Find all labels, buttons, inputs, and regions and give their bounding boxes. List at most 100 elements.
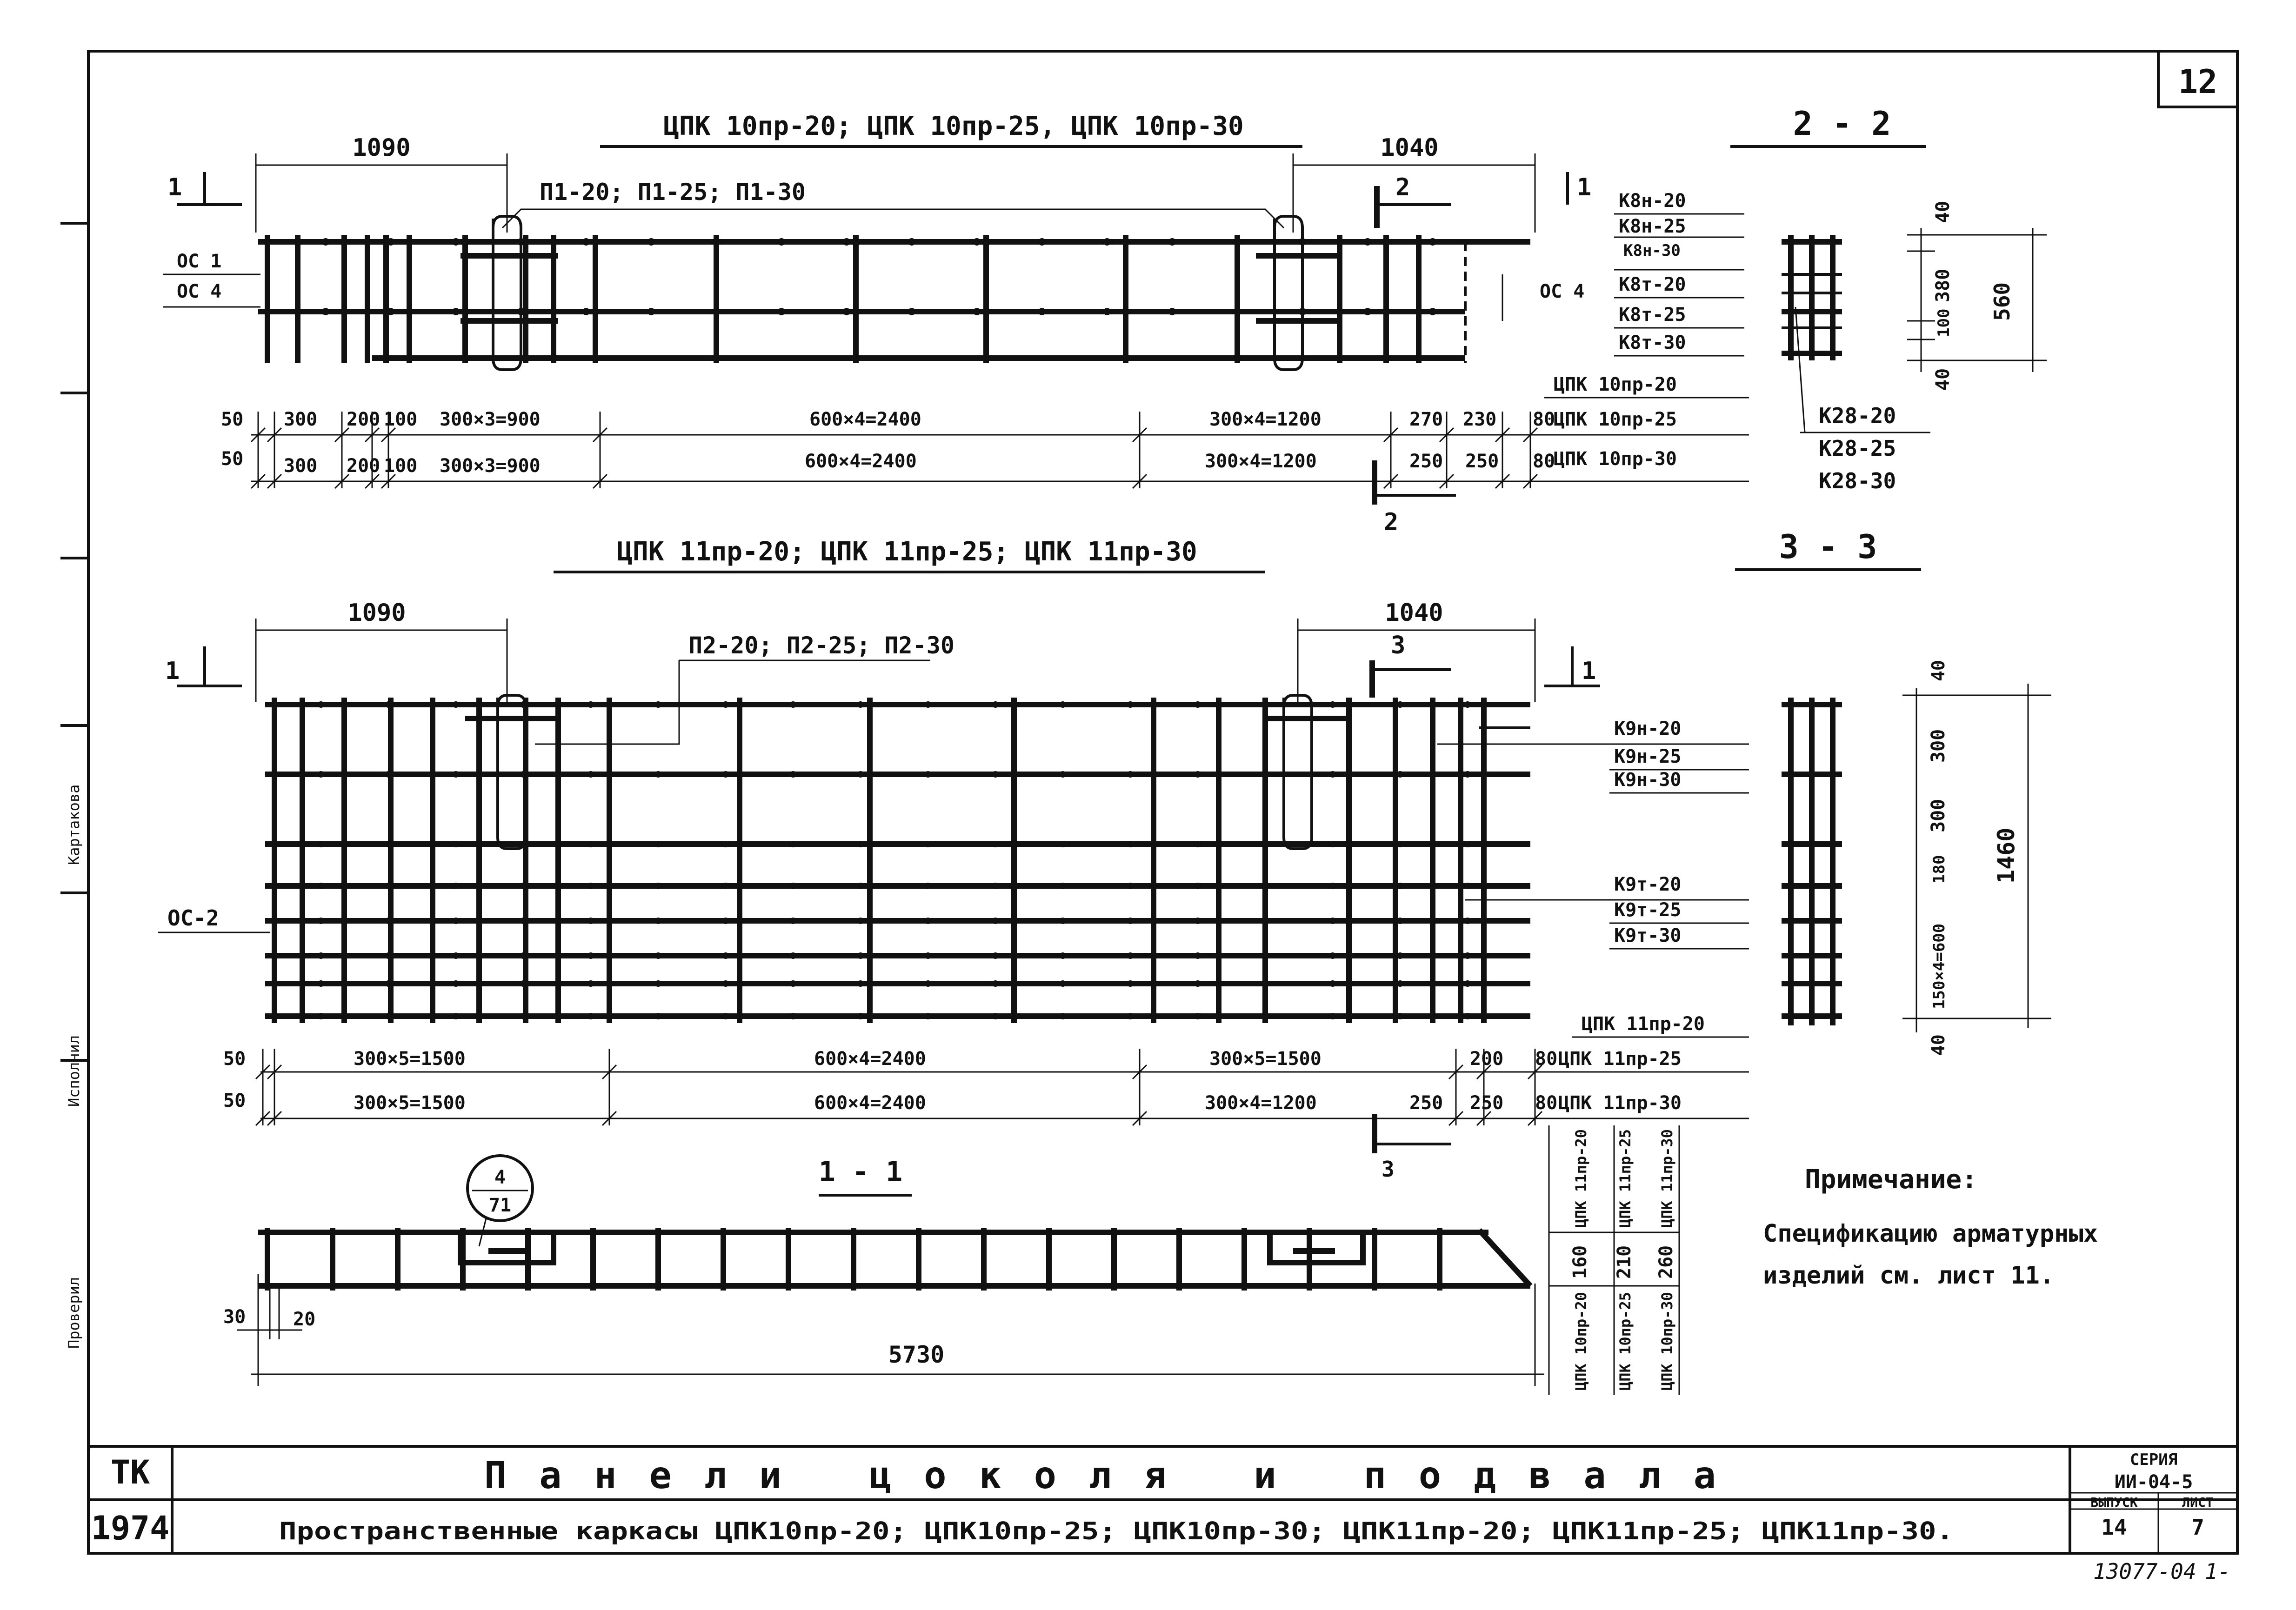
sheet-code-suffix: 1- <box>2205 1559 2230 1584</box>
frame1-title: ЦПК 10пр-20; ЦПК 10пр-25, ЦПК 10пр-30 <box>663 111 1243 141</box>
svg-text:2: 2 <box>1395 173 1410 201</box>
s22-dim-380: 380 <box>1932 269 1954 302</box>
f1r2-200: 200 <box>347 455 380 477</box>
f2r1-1500a: 300×5=1500 <box>354 1048 466 1070</box>
s22-dim-40a: 40 <box>1932 201 1954 223</box>
vt-top-3: ЦПК 11пр-30 <box>1658 1129 1676 1228</box>
f1-model-2: ЦПК 10пр-25 <box>1554 409 1677 430</box>
svg-text:1: 1 <box>165 657 180 685</box>
frame2-cage <box>265 694 1530 1023</box>
svg-text:3: 3 <box>1382 1157 1395 1182</box>
vt-val-2: 210 <box>1614 1245 1635 1279</box>
section22-drawing: 40 380 100 40 560 <box>1782 201 2047 391</box>
f2-model-1: ЦПК 11пр-20 <box>1582 1013 1705 1035</box>
f2r2-1500: 300×5=1500 <box>354 1092 466 1114</box>
svg-text:2: 2 <box>1384 508 1398 536</box>
note-heading: Примечание: <box>1805 1164 1977 1195</box>
section33-drawing: 40 300 300 180 150×4=600 40 1460 <box>1782 660 2051 1056</box>
f1r2-1200: 300×4=1200 <box>1205 451 1317 472</box>
frame1-dim-right: 1040 <box>1380 134 1438 162</box>
stamp-role-1: Исполнил <box>65 1035 83 1107</box>
f2-upper-3: К9н-30 <box>1614 769 1682 791</box>
f1r2-250b: 250 <box>1465 451 1499 472</box>
f2r2-250b: 250 <box>1470 1092 1503 1114</box>
s11-length: 5730 <box>888 1341 944 1368</box>
f2-upper-1: К9н-20 <box>1614 718 1682 739</box>
f2r1-1500b: 300×5=1500 <box>1209 1048 1322 1070</box>
s22-frame-3: К28-30 <box>1819 468 1896 493</box>
s33-dim-40a: 40 <box>1928 660 1949 681</box>
frame2-cut-left: 1 <box>165 646 242 687</box>
section22-labels: К8н-20 К8н-25 К8н-30 К8т-20 К8т-25 К8т-3… <box>1614 190 1930 493</box>
s11-dim-30: 30 <box>223 1306 246 1328</box>
f2r1-200: 200 <box>1470 1048 1503 1070</box>
f1r1-80: 80 <box>1533 409 1555 430</box>
vt-top-1: ЦПК 11пр-20 <box>1572 1129 1590 1228</box>
f1r1-2400: 600×4=2400 <box>809 409 921 430</box>
frame2-section-mark-bottom: 3 <box>1372 1114 1451 1182</box>
s33-dim-300b: 300 <box>1928 799 1949 832</box>
frame2-cut-right: 1 <box>1544 646 1600 687</box>
vt-bot-3: ЦПК 10пр-30 <box>1658 1292 1676 1390</box>
frame1-os4: ОС 4 <box>177 281 221 302</box>
s22-dim-100: 100 <box>1935 309 1953 337</box>
vt-bot-2: ЦПК 10пр-25 <box>1616 1292 1634 1390</box>
f1r2-900: 300×3=900 <box>440 455 541 477</box>
drawing-frame <box>87 50 2239 1555</box>
f1r2-80: 80 <box>1533 451 1555 472</box>
title-block: ТК 1974 Панели цоколя и подвала Простран… <box>91 1450 2214 1547</box>
frame1-section-mark: 2 <box>1374 173 1451 228</box>
title-org: ТК <box>111 1453 150 1491</box>
stamp-name-1: Картакова <box>65 785 83 865</box>
f2-lower-1: К9т-20 <box>1614 874 1682 895</box>
f1r2-300: 300 <box>284 455 317 477</box>
s22-upper-3: К8н-30 <box>1623 241 1681 260</box>
section22-title: 2 - 2 <box>1793 105 1891 143</box>
section11-variant-table: ЦПК 11пр-20 ЦПК 11пр-25 ЦПК 11пр-30 160 … <box>1548 1125 1680 1395</box>
frame2-dim-rows: 50 300×5=1500 600×4=2400 300×5=1500 200 … <box>223 1013 1749 1126</box>
frame1-dim-left: 1090 <box>352 134 410 162</box>
title-sub: Пространственные каркасы ЦПК10пр-20; ЦПК… <box>279 1517 1954 1545</box>
s22-dim-40b: 40 <box>1932 368 1954 391</box>
frame1-cut-right: 1 <box>1566 172 1591 205</box>
svg-text:3: 3 <box>1391 632 1405 659</box>
title-sheet: 7 <box>2191 1515 2204 1540</box>
f1r1-1200: 300×4=1200 <box>1209 409 1322 430</box>
f2-lower-2: К9т-25 <box>1614 899 1682 921</box>
f2r2-2400: 600×4=2400 <box>814 1092 926 1114</box>
s22-upper-2: К8н-25 <box>1619 216 1686 237</box>
frame1-section-mark-bottom: 2 <box>1372 460 1456 536</box>
note: Примечание: Спецификацию арматурных изде… <box>1763 1164 2098 1290</box>
f2r2-1200: 300×4=1200 <box>1205 1092 1317 1114</box>
section33-title: 3 - 3 <box>1779 528 1877 566</box>
s33-dim-40b: 40 <box>1928 1034 1949 1056</box>
section11-title: 1 - 1 <box>819 1156 903 1188</box>
f2r1-80: 80 <box>1535 1048 1557 1070</box>
vt-val-1: 160 <box>1569 1245 1591 1279</box>
svg-text:1: 1 <box>1582 657 1596 685</box>
sheet-number: 12 <box>2178 63 2217 101</box>
s22-lower-3: К8т-30 <box>1619 332 1686 353</box>
frame1-dim-rows: 50 300 200 100 300×3=900 600×4=2400 300×… <box>221 374 1749 489</box>
f1r2-50: 50 <box>221 448 243 470</box>
svg-text:1: 1 <box>167 173 182 201</box>
s33-dim-600: 150×4=600 <box>1930 924 1949 1009</box>
f1r1-50: 50 <box>221 409 243 430</box>
s33-dim-300a: 300 <box>1928 729 1949 763</box>
title-issue-label: ВЫПУСК <box>2090 1495 2137 1510</box>
f1r1-270: 270 <box>1409 409 1443 430</box>
title-year: 1974 <box>91 1509 170 1547</box>
s22-upper-1: К8н-20 <box>1619 190 1686 212</box>
stamp-role-2: Проверил <box>65 1277 83 1349</box>
f2-model-2: ЦПК 11пр-25 <box>1558 1048 1682 1070</box>
title-series: ИИ-04-5 <box>2115 1471 2193 1493</box>
f1-model-3: ЦПК 10пр-30 <box>1554 448 1677 470</box>
side-stamp: Проверил Исполнил Картакова <box>65 785 83 1349</box>
detail-sheet: 71 <box>489 1195 511 1216</box>
f1-model-1: ЦПК 10пр-20 <box>1554 374 1677 395</box>
title-issue: 14 <box>2101 1515 2127 1540</box>
title-series-label: СЕРИЯ <box>2130 1450 2177 1469</box>
s22-lower-1: К8т-20 <box>1619 274 1686 295</box>
vt-val-3: 260 <box>1655 1245 1677 1279</box>
